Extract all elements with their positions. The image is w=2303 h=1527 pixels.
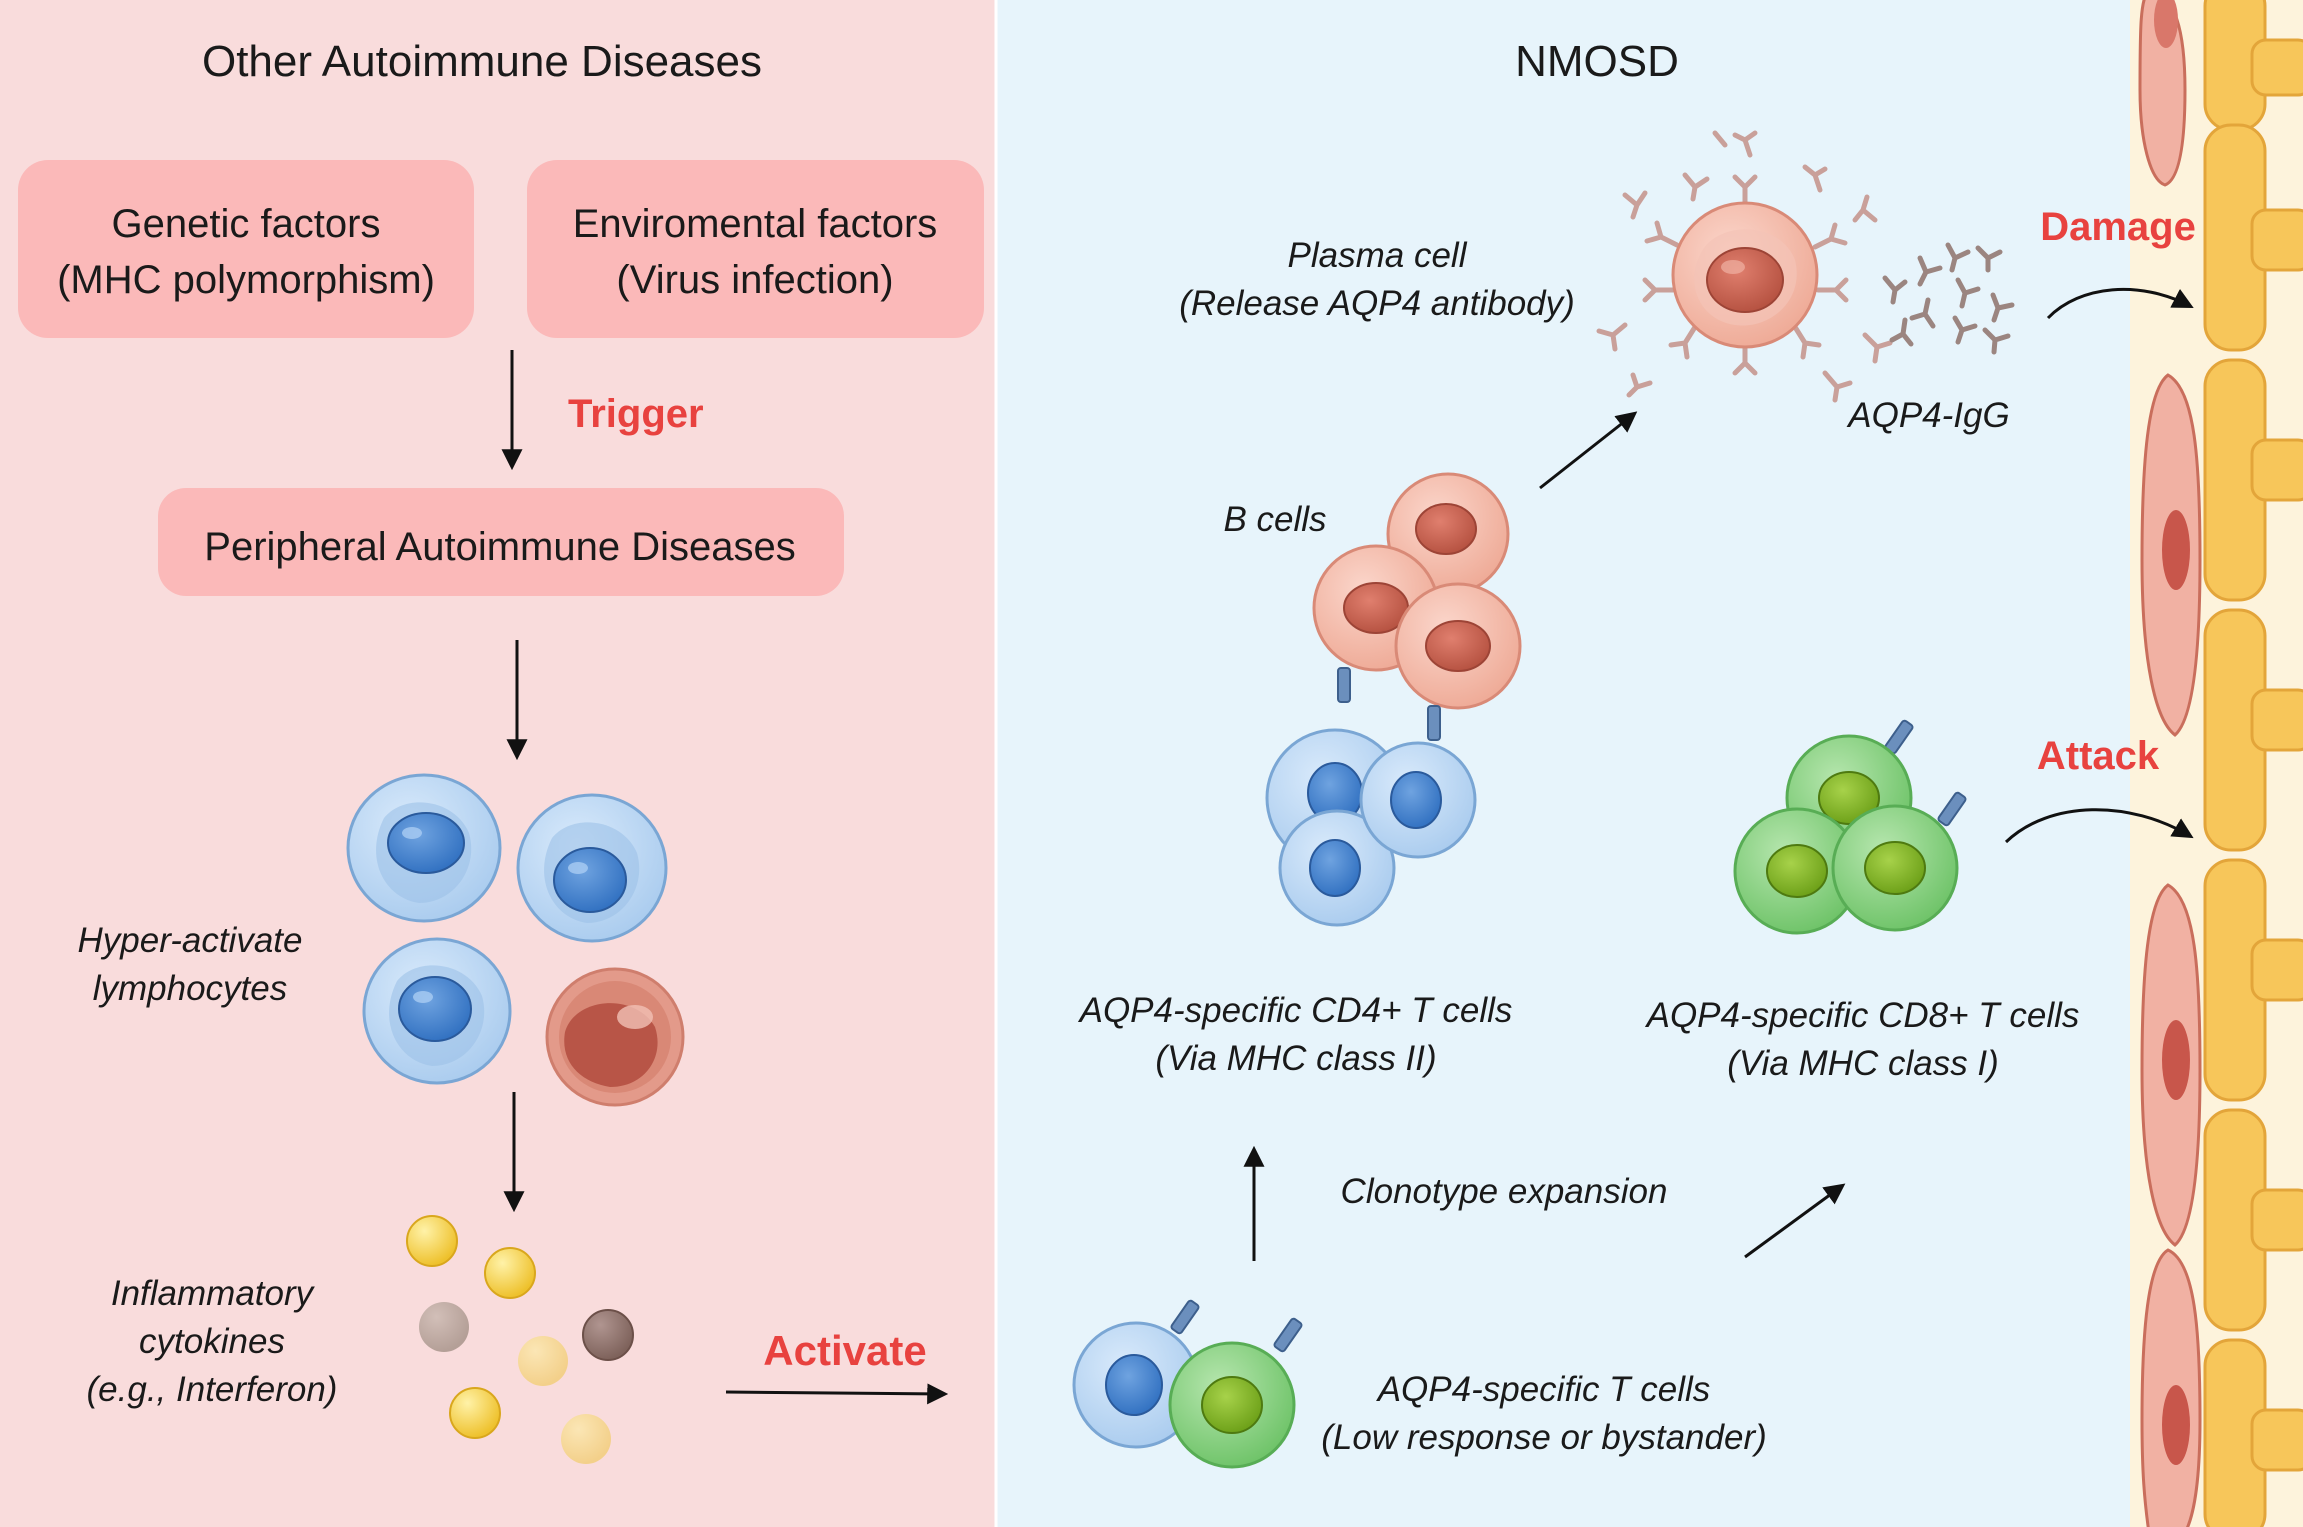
cytokines-label-line3: (e.g., Interferon) bbox=[87, 1370, 338, 1409]
genetic-factors-line2: (MHC polymorphism) bbox=[57, 258, 435, 302]
tcr-connectors bbox=[1337, 667, 1441, 741]
environmental-factors-line1: Enviromental factors bbox=[573, 202, 938, 246]
hyper-activated-lymphocytes bbox=[346, 773, 685, 1107]
activate-arrow bbox=[725, 1383, 949, 1405]
peripheral-text: Peripheral Autoimmune Diseases bbox=[204, 525, 795, 569]
cd8-label-line1: AQP4-specific CD8+ T cells bbox=[1645, 996, 2080, 1035]
t-cells-label-line1: AQP4-specific T cells bbox=[1376, 1370, 1711, 1409]
cd8-t-cells-cluster bbox=[1733, 719, 1967, 935]
trigger-label: Trigger bbox=[568, 392, 704, 436]
cd8-label-line2: (Via MHC class I) bbox=[1727, 1044, 1999, 1083]
cd4-t-cells-cluster bbox=[1265, 728, 1477, 927]
right-panel-bg bbox=[996, 0, 2130, 1527]
clonotype-label: Clonotype expansion bbox=[1341, 1172, 1668, 1211]
environmental-factors-box bbox=[527, 160, 984, 338]
attack-label: Attack bbox=[2037, 734, 2160, 778]
plasma-cell bbox=[1596, 130, 1893, 403]
cd4-label-line2: (Via MHC class II) bbox=[1155, 1039, 1436, 1078]
lymphocytes-label-line2: lymphocytes bbox=[93, 969, 288, 1008]
low-response-t-cells bbox=[1072, 1299, 1303, 1469]
aqp4-igg-antibodies bbox=[1882, 242, 2015, 355]
t-cells-label-line2: (Low response or bystander) bbox=[1321, 1418, 1767, 1457]
b-cells-label: B cells bbox=[1223, 500, 1326, 539]
endothelial-cells bbox=[2138, 0, 2202, 1527]
b-to-plasma-arrow bbox=[1539, 411, 1638, 490]
right-panel-title: NMOSD bbox=[1515, 37, 1679, 86]
environmental-factors-line2: (Virus infection) bbox=[616, 258, 893, 302]
cytokines-label-line1: Inflammatory bbox=[111, 1274, 316, 1313]
genetic-factors-box bbox=[18, 160, 474, 338]
cytokines-label-line2: cytokines bbox=[139, 1322, 285, 1361]
cd4-label-line1: AQP4-specific CD4+ T cells bbox=[1078, 991, 1513, 1030]
activate-label: Activate bbox=[763, 1327, 926, 1374]
peripheral-box bbox=[158, 488, 844, 596]
plasma-label-line1: Plasma cell bbox=[1288, 236, 1468, 275]
aqp4-igg-label: AQP4-IgG bbox=[1846, 396, 2009, 435]
attack-arrow bbox=[2004, 808, 2194, 844]
astrocyte-wall bbox=[2203, 0, 2303, 1527]
plasma-label-line2: (Release AQP4 antibody) bbox=[1179, 284, 1575, 323]
genetic-factors-line1: Genetic factors bbox=[111, 202, 380, 246]
expansion-arrow-diag bbox=[1744, 1183, 1846, 1259]
left-panel-title: Other Autoimmune Diseases bbox=[202, 37, 762, 86]
damage-label: Damage bbox=[2040, 205, 2196, 249]
damage-arrow bbox=[2046, 288, 2194, 320]
b-cells-cluster bbox=[1312, 472, 1522, 710]
lymphocytes-label-line1: Hyper-activate bbox=[77, 921, 302, 960]
cytokines-cluster bbox=[406, 1215, 634, 1464]
